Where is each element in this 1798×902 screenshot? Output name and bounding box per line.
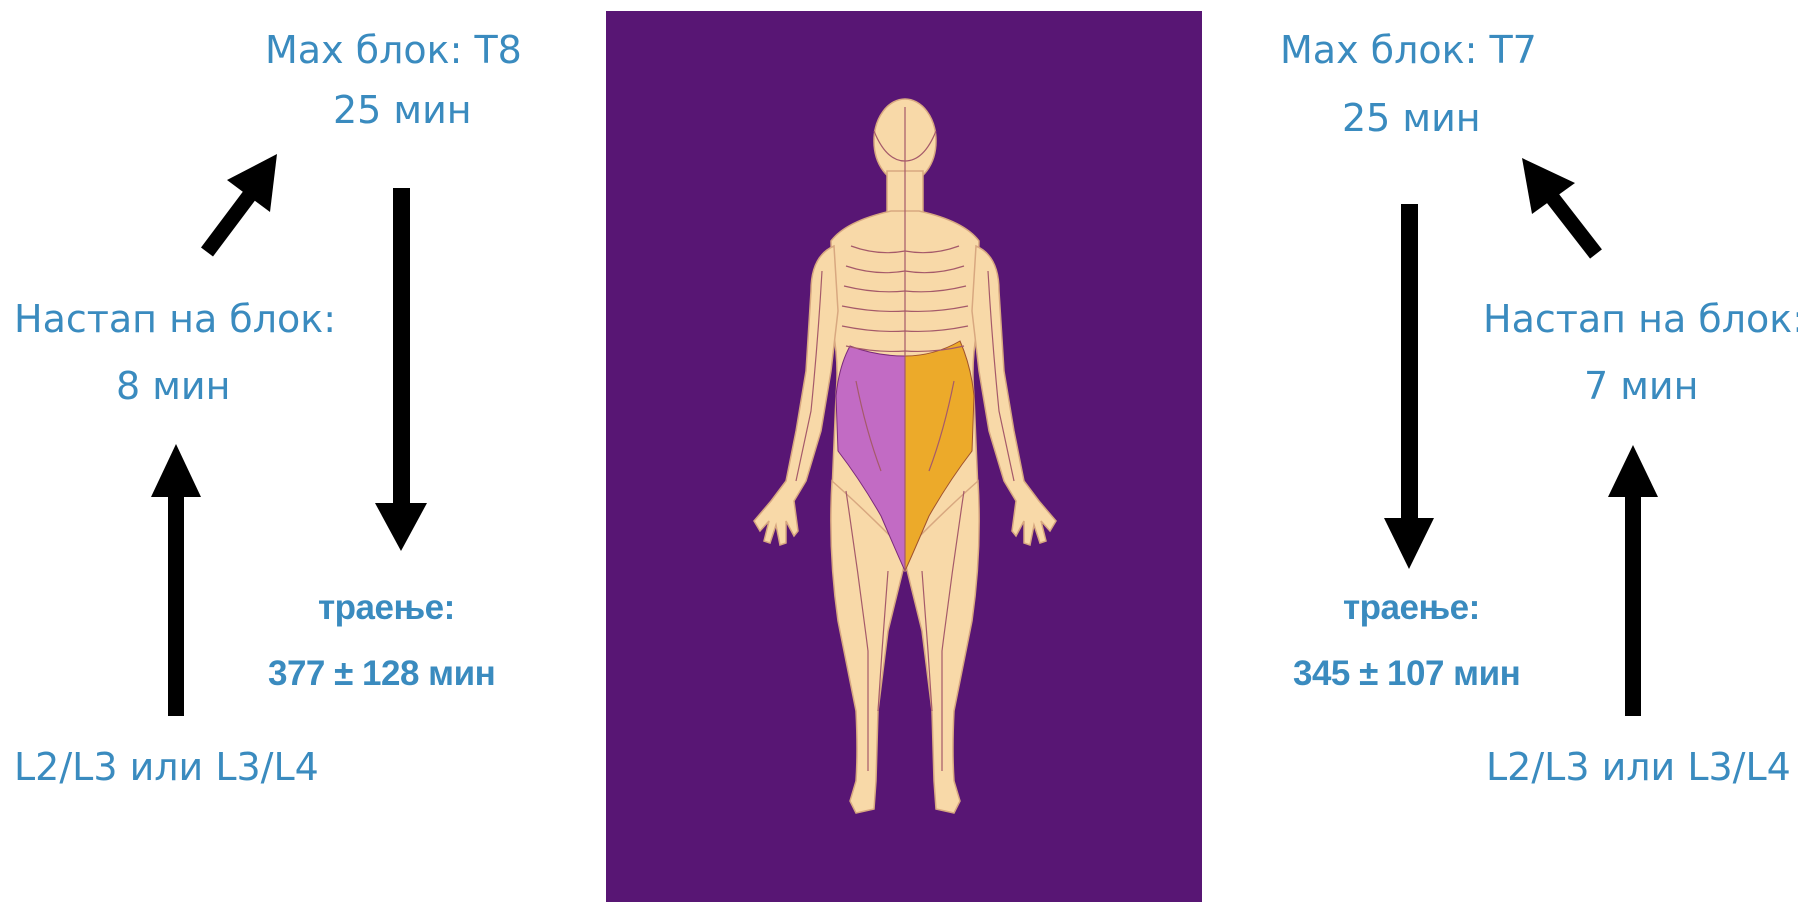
right-diagonal-arrow [1522, 158, 1596, 254]
human-body-dermatome-figure [606, 11, 1202, 902]
left-down-arrow [375, 188, 427, 551]
body-diagram-panel [606, 11, 1202, 902]
left-up-arrow [151, 444, 201, 716]
dermatome-lines [796, 107, 1014, 771]
right-down-arrow [1384, 204, 1434, 569]
right-up-arrow [1608, 445, 1658, 716]
left-diagonal-arrow [207, 154, 277, 252]
